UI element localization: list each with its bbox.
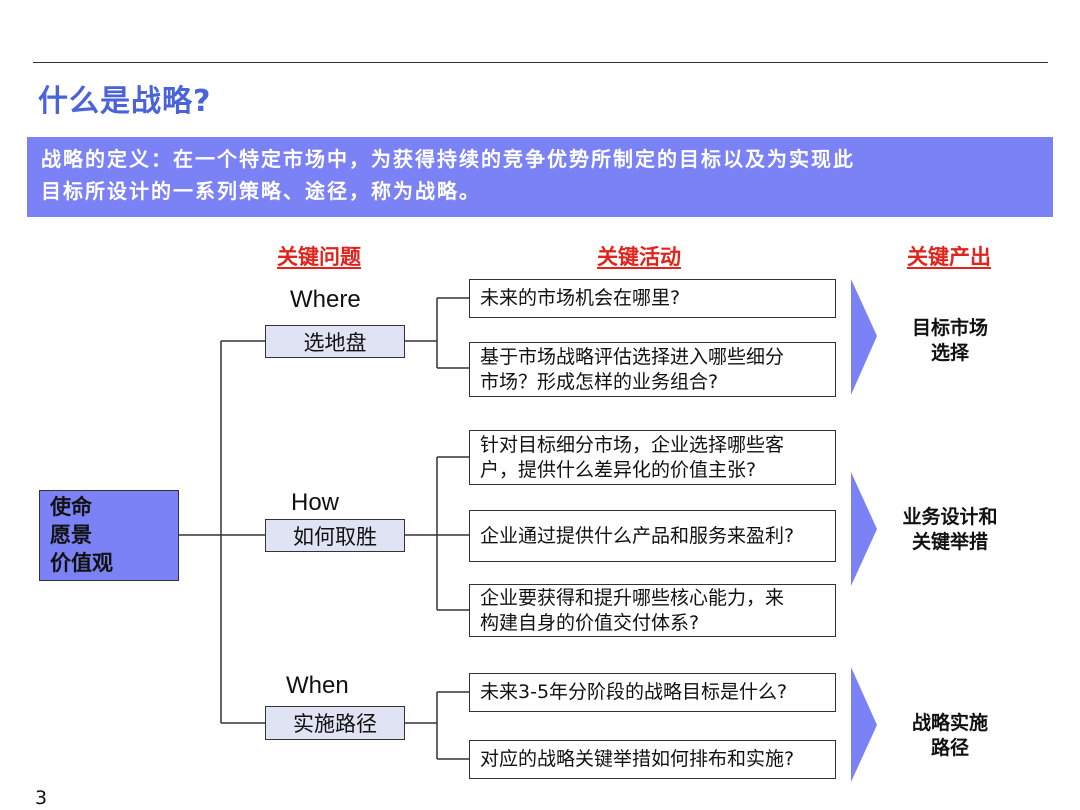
question-box-how: 如何取胜 [265,519,405,552]
top-rule [33,62,1048,63]
output-line-1: 业务设计和 [902,506,998,528]
definition-box: 战略的定义：在一个特定市场中，为获得持续的竞争优势所制定的目标以及为实现此 目标… [27,137,1053,217]
question-word-when: When [286,672,349,699]
root-line-3: 价值观 [50,551,113,575]
arrow-when [851,667,877,782]
output-label-when: 战略实施 路径 [890,711,1010,761]
arrow-where [851,279,877,395]
question-word-how: How [291,489,340,516]
activity-box: 未来3-5年分阶段的战略目标是什么? [469,673,836,712]
output-label-how: 业务设计和 关键举措 [890,505,1010,555]
question-word-where: Where [290,286,361,313]
arrow-how [851,472,877,586]
page-title: 什么是战略? [38,84,212,119]
question-box-where: 选地盘 [265,325,405,358]
activity-text: 对应的战略关键举措如何排布和实施? [480,748,795,770]
page-number: 3 [35,787,48,809]
definition-line-1: 战略的定义：在一个特定市场中，为获得持续的竞争优势所制定的目标以及为实现此 [41,147,855,171]
activity-box: 企业通过提供什么产品和服务来盈利? [469,510,836,562]
root-line-2: 愿景 [50,523,92,547]
activity-text-line-2: 构建自身的价值交付体系? [480,611,700,634]
activity-box: 未来的市场机会在哪里? [469,279,836,318]
activity-box: 企业要获得和提升哪些核心能力，来构建自身的价值交付体系? [469,584,836,637]
question-box-when: 实施路径 [265,706,405,740]
activity-box: 对应的战略关键举措如何排布和实施? [469,740,836,779]
output-line-2: 关键举措 [911,531,988,553]
output-label-where: 目标市场 选择 [890,316,1010,366]
output-line-2: 选择 [930,342,969,364]
output-line-1: 目标市场 [911,317,988,339]
root-line-1: 使命 [50,495,92,519]
activity-text-line-1: 针对目标细分市场，企业选择哪些客 [480,433,785,456]
activity-text: 未来的市场机会在哪里? [480,287,681,309]
activity-box: 针对目标细分市场，企业选择哪些客户，提供什么差异化的价值主张? [469,430,836,485]
root-box: 使命 愿景 价值观 [39,490,179,581]
output-line-1: 战略实施 [911,712,988,734]
header-activities: 关键活动 [597,245,681,269]
definition-line-2: 目标所设计的一系列策略、途径，称为战略。 [41,179,481,203]
activity-box: 基于市场战略评估选择进入哪些细分市场？形成怎样的业务组合? [469,342,836,397]
activity-text-line-1: 企业要获得和提升哪些核心能力，来 [480,586,785,609]
activity-text-line-2: 市场？形成怎样的业务组合? [480,370,719,393]
activity-text: 企业通过提供什么产品和服务来盈利? [480,524,795,547]
activity-text-line-1: 基于市场战略评估选择进入哪些细分 [480,345,785,368]
header-outputs: 关键产出 [907,245,991,269]
header-questions: 关键问题 [277,245,361,269]
activity-text: 未来3-5年分阶段的战略目标是什么? [480,681,788,703]
output-line-2: 路径 [930,737,969,759]
activity-text-line-2: 户，提供什么差异化的价值主张? [480,458,757,481]
